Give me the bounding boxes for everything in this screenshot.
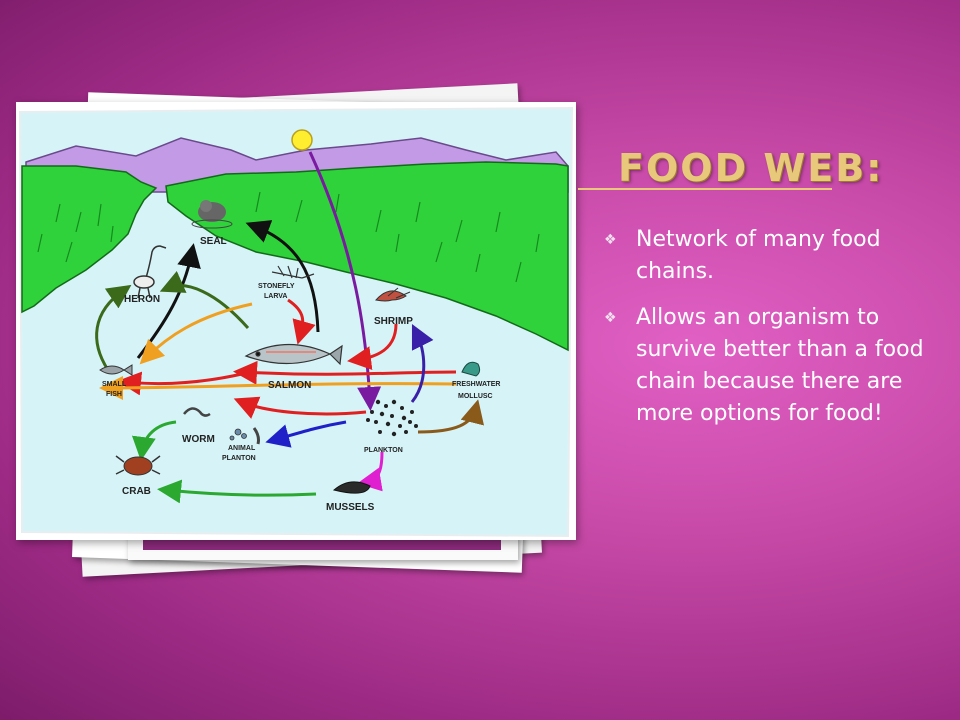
shrimp-icon xyxy=(375,287,411,302)
arrow-plankton-shrimp xyxy=(410,323,434,403)
label-mollusc: MOLLUSC xyxy=(458,393,493,400)
diamond-bullet-icon: ❖ xyxy=(604,232,617,248)
label-stonefly: STONEFLY xyxy=(258,283,295,290)
label-shrimp: SHRIMP xyxy=(374,316,413,327)
arrow-salmon-heron xyxy=(159,270,250,329)
title-underline xyxy=(578,188,832,190)
food-web-picture: SEAL HERON STONEFLY LARVA SHRIMP xyxy=(16,102,576,540)
bullet-text: Allows an organism to survive better tha… xyxy=(636,305,924,426)
arrow-stonefly-salmon xyxy=(287,298,316,345)
arrow-stonefly-smallfish xyxy=(139,302,253,365)
label-salmon: SALMON xyxy=(268,380,311,391)
label-seal: SEAL xyxy=(200,236,227,247)
bullet-text: Network of many food chains. xyxy=(636,227,881,284)
label-stonefly-larva: LARVA xyxy=(264,293,287,300)
arrow-worm-crab xyxy=(131,420,177,461)
label-animal: ANIMAL xyxy=(228,445,256,452)
left-bank xyxy=(21,165,158,314)
arrow-plankton-salmon xyxy=(233,396,367,419)
food-web-diagram: SEAL HERON STONEFLY LARVA SHRIMP xyxy=(16,102,576,540)
bullet-list: ❖ Network of many food chains. ❖ Allows … xyxy=(604,224,934,444)
plankton-icon xyxy=(366,399,418,437)
label-freshwater: FRESHWATER xyxy=(452,381,500,388)
diamond-bullet-icon: ❖ xyxy=(604,310,617,326)
bullet-item: ❖ Network of many food chains. xyxy=(604,224,934,288)
arrow-plankton-mussels xyxy=(357,451,384,492)
arrow-mollusc-salmon xyxy=(233,360,457,385)
arrow-plankton-animalplanton xyxy=(265,420,347,448)
animal-planton-icon xyxy=(229,427,260,445)
arrow-salmon-seal xyxy=(245,220,320,333)
seal-icon xyxy=(191,200,233,229)
small-fish-icon xyxy=(99,364,133,376)
salmon-icon xyxy=(244,343,343,366)
heron-icon xyxy=(133,245,167,299)
right-bank xyxy=(165,161,569,352)
sun-icon xyxy=(291,129,313,151)
label-fish: FISH xyxy=(106,391,122,398)
crab-icon xyxy=(115,455,161,476)
arrow-mollusc-smallfish xyxy=(99,375,457,400)
slide-title: FOOD WEB: xyxy=(618,146,884,190)
mussels-icon xyxy=(332,481,371,494)
label-crab: CRAB xyxy=(122,486,151,497)
arrow-mussels-crab xyxy=(157,479,317,504)
freshwater-mollusc-icon xyxy=(461,361,481,377)
arrow-shrimp-salmon xyxy=(347,323,398,371)
grass-blades xyxy=(37,191,540,283)
stonefly-icon xyxy=(271,265,315,279)
label-worm: WORM xyxy=(182,434,215,445)
arrow-smallfish-heron xyxy=(95,284,132,371)
label-small: SMALL xyxy=(102,381,127,388)
label-heron: HERON xyxy=(124,294,160,305)
label-planton: PLANTON xyxy=(222,455,256,462)
arrow-salmon-smallfish xyxy=(117,371,243,396)
label-plankton: PLANKTON xyxy=(364,447,403,454)
arrow-plankton-mollusc xyxy=(417,399,484,434)
bullet-item: ❖ Allows an organism to survive better t… xyxy=(604,302,934,430)
label-mussels: MUSSELS xyxy=(326,502,375,513)
worm-icon xyxy=(183,407,211,417)
